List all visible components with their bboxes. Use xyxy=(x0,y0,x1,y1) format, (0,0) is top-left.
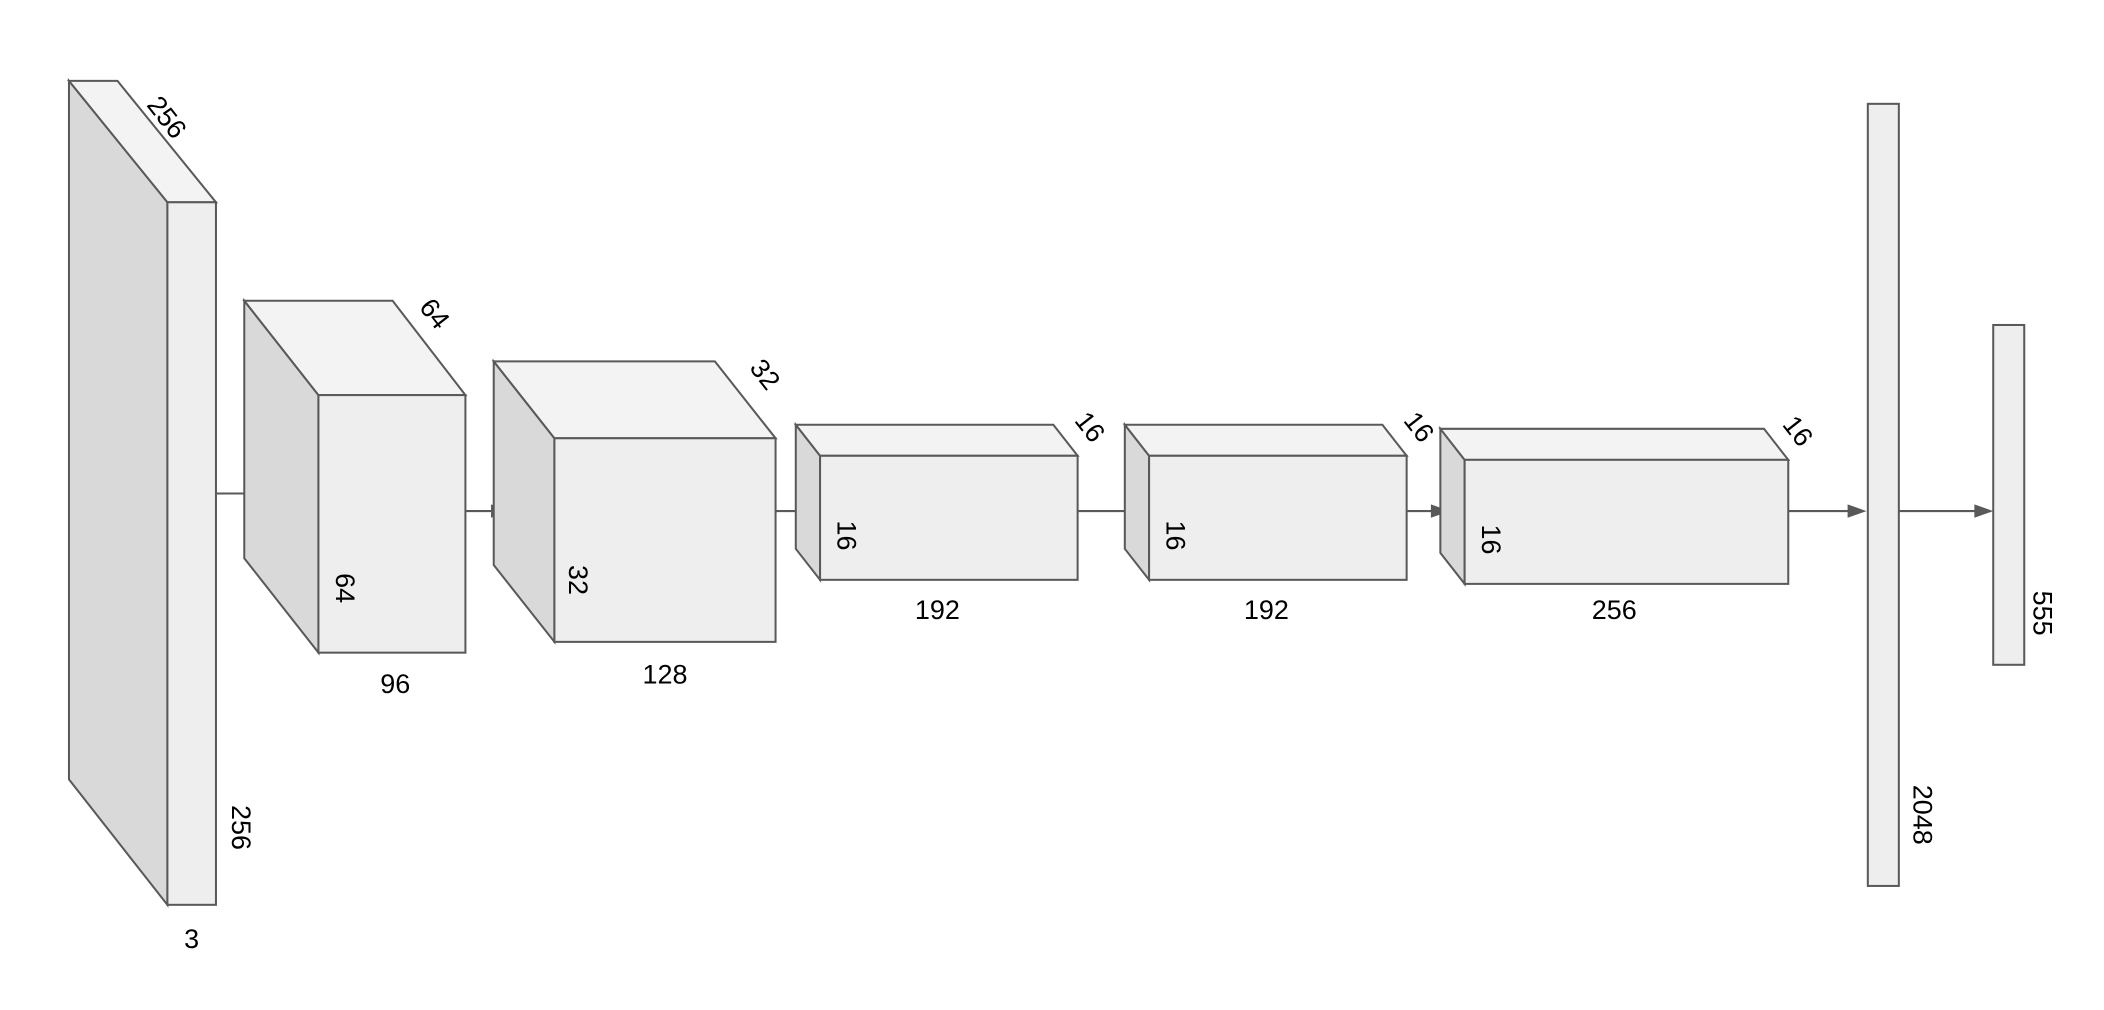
layer-4-height-label: 16 xyxy=(832,521,862,551)
layer-5-front-face xyxy=(1148,454,1408,581)
layer-3-width-label: 128 xyxy=(642,660,687,690)
layer-2-height-label: 64 xyxy=(330,573,360,603)
layer-6-front-face xyxy=(1463,458,1790,585)
layer-5-block: 16 16 192 xyxy=(1122,406,1440,625)
arrow-head-icon xyxy=(1974,504,1994,518)
arrow-head-icon xyxy=(1847,504,1867,518)
layer-3-front-face xyxy=(553,437,777,643)
layer-6-block: 16 16 256 xyxy=(1438,410,1819,625)
fc-layer-2-bar xyxy=(1992,323,2026,666)
layer-4-width-label: 192 xyxy=(915,595,960,625)
layer-4-front-face xyxy=(819,454,1079,581)
fc-layer-1-size-label: 2048 xyxy=(1908,785,1938,845)
layer-1-block: 256 256 3 xyxy=(66,78,256,954)
layer-4-block: 16 16 192 xyxy=(793,406,1111,625)
layer-1-height-label: 256 xyxy=(226,805,256,850)
layer-5-width-label: 192 xyxy=(1244,595,1289,625)
layer-5-height-label: 16 xyxy=(1161,521,1191,551)
arrow-7 xyxy=(1898,504,1994,518)
layer-2-width-label: 96 xyxy=(380,669,410,699)
layer-3-height-label: 32 xyxy=(563,565,593,595)
layer-1-side-face xyxy=(67,78,169,908)
layer-1-width-label: 3 xyxy=(184,924,199,954)
layer-2-depth-label: 64 xyxy=(413,293,455,335)
layer-3-block: 32 32 128 xyxy=(491,353,786,690)
layer-2-front-face xyxy=(317,394,467,654)
layer-4-top-face xyxy=(793,423,1080,457)
layer-6-depth-label: 16 xyxy=(1777,410,1819,452)
layer-3-depth-label: 32 xyxy=(744,353,786,395)
layer-2-block: 64 64 96 xyxy=(242,293,468,699)
layer-6-height-label: 16 xyxy=(1476,525,1506,555)
fc-layer-1: 2048 xyxy=(1866,102,1938,887)
layer-5-top-face xyxy=(1122,423,1409,457)
fc-layer-2: 555 xyxy=(1992,323,2058,666)
fc-layer-1-bar xyxy=(1866,102,1900,887)
arrow-6 xyxy=(1788,504,1867,518)
layer-4-depth-label: 16 xyxy=(1069,406,1111,448)
fc-layer-2-size-label: 555 xyxy=(2028,591,2058,636)
layer-6-width-label: 256 xyxy=(1592,595,1637,625)
layer-5-depth-label: 16 xyxy=(1398,406,1440,448)
layer-1-front-face xyxy=(166,201,217,906)
layer-6-top-face xyxy=(1438,427,1791,461)
